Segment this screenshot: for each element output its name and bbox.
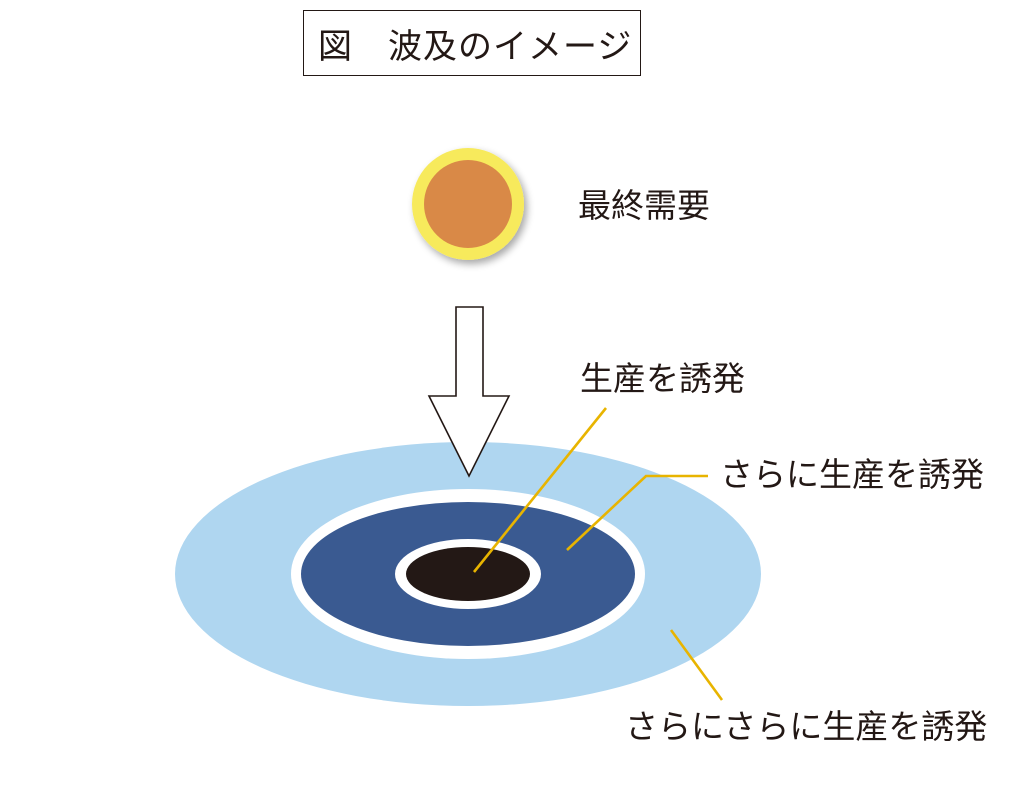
label-further-further-induce: さらにさらに生産を誘発 [625,707,988,746]
leader-outer [669,629,724,701]
final-demand-circle [412,148,524,260]
core [406,547,530,601]
label-final-demand: 最終需要 [578,186,710,225]
ripple-rings [175,442,761,706]
label-induce-production: 生産を誘発 [580,359,745,398]
leader-lines [472,407,724,701]
final-demand-inner [424,160,512,248]
down-arrow [427,306,511,478]
leader-middle [566,474,708,551]
label-further-induce: さらに生産を誘発 [720,455,984,494]
figure-title: 図 波及のイメージ [318,26,633,67]
leader-core [472,407,608,573]
figure-title-box: 図 波及のイメージ [303,10,641,76]
